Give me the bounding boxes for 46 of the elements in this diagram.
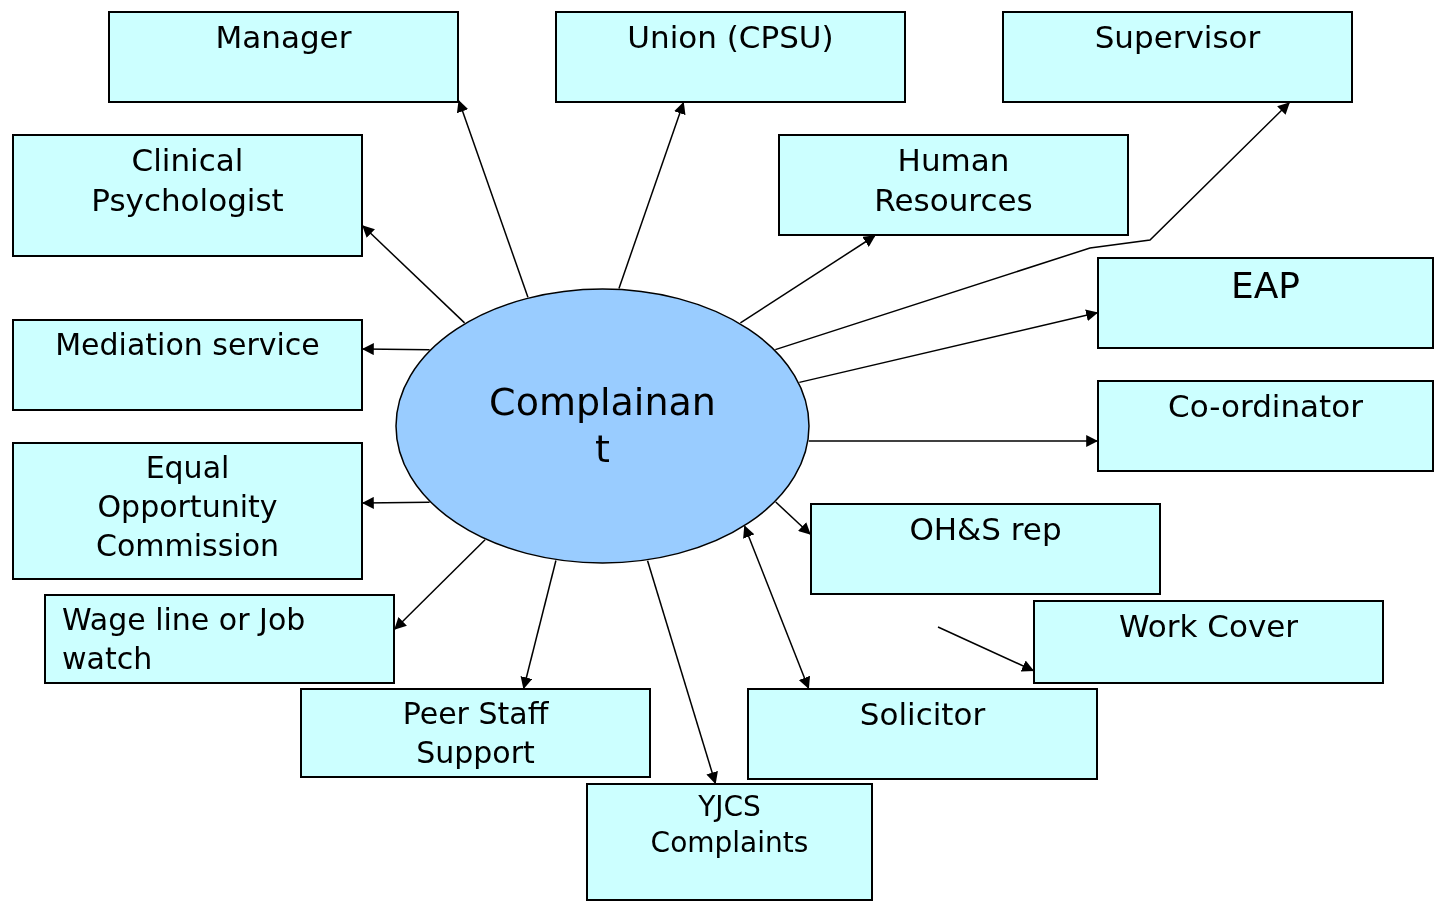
text-box: [555, 11, 906, 103]
box-label: Clinical Psychologist: [90, 141, 285, 221]
text-box: [1002, 11, 1353, 103]
text-box: [44, 594, 395, 684]
text-box: [12, 442, 363, 580]
box-label: EAP: [1230, 264, 1301, 308]
box-label: Union (CPSU): [627, 18, 834, 57]
box-label: Wage line or Job watch: [62, 601, 307, 678]
text-box: [108, 11, 459, 103]
box-label: Co-ordinator: [1168, 387, 1363, 426]
text-box: [586, 783, 873, 901]
text-box: [810, 503, 1161, 595]
arrow: [743, 525, 811, 690]
box-label: Work Cover: [1118, 607, 1299, 646]
arrow: [739, 235, 876, 324]
text-box: [1033, 600, 1384, 684]
arrow: [362, 225, 466, 324]
arrow: [520, 559, 557, 690]
text-box: [1097, 257, 1434, 349]
node-label: Complainant: [488, 378, 717, 473]
box-label: OH&S rep: [909, 510, 1062, 549]
arrow: [646, 559, 718, 785]
text-box: [12, 134, 363, 257]
text-box: [12, 319, 363, 411]
text-box: [300, 688, 651, 778]
box-label: Human Resources: [873, 141, 1034, 221]
arrow: [937, 626, 1035, 672]
text-box: [747, 688, 1098, 780]
text-box: [778, 134, 1129, 236]
arrow: [798, 309, 1099, 384]
text-box: [1097, 380, 1434, 472]
arrow: [774, 102, 1290, 351]
box-label: YJCS Complaints: [649, 789, 810, 862]
box-label: Mediation service: [55, 326, 320, 364]
arrow: [774, 501, 811, 535]
box-label: Equal Opportunity Commission: [94, 449, 280, 565]
arrow: [394, 539, 486, 630]
arrow: [456, 99, 529, 298]
arrow: [361, 343, 431, 356]
arrow: [618, 101, 686, 290]
box-label: Peer Staff Support: [401, 695, 550, 772]
arrow: [808, 435, 1099, 447]
box-label: Solicitor: [859, 695, 986, 734]
box-label: Manager: [215, 18, 352, 57]
arrow: [361, 496, 431, 509]
box-label: Supervisor: [1094, 18, 1261, 57]
